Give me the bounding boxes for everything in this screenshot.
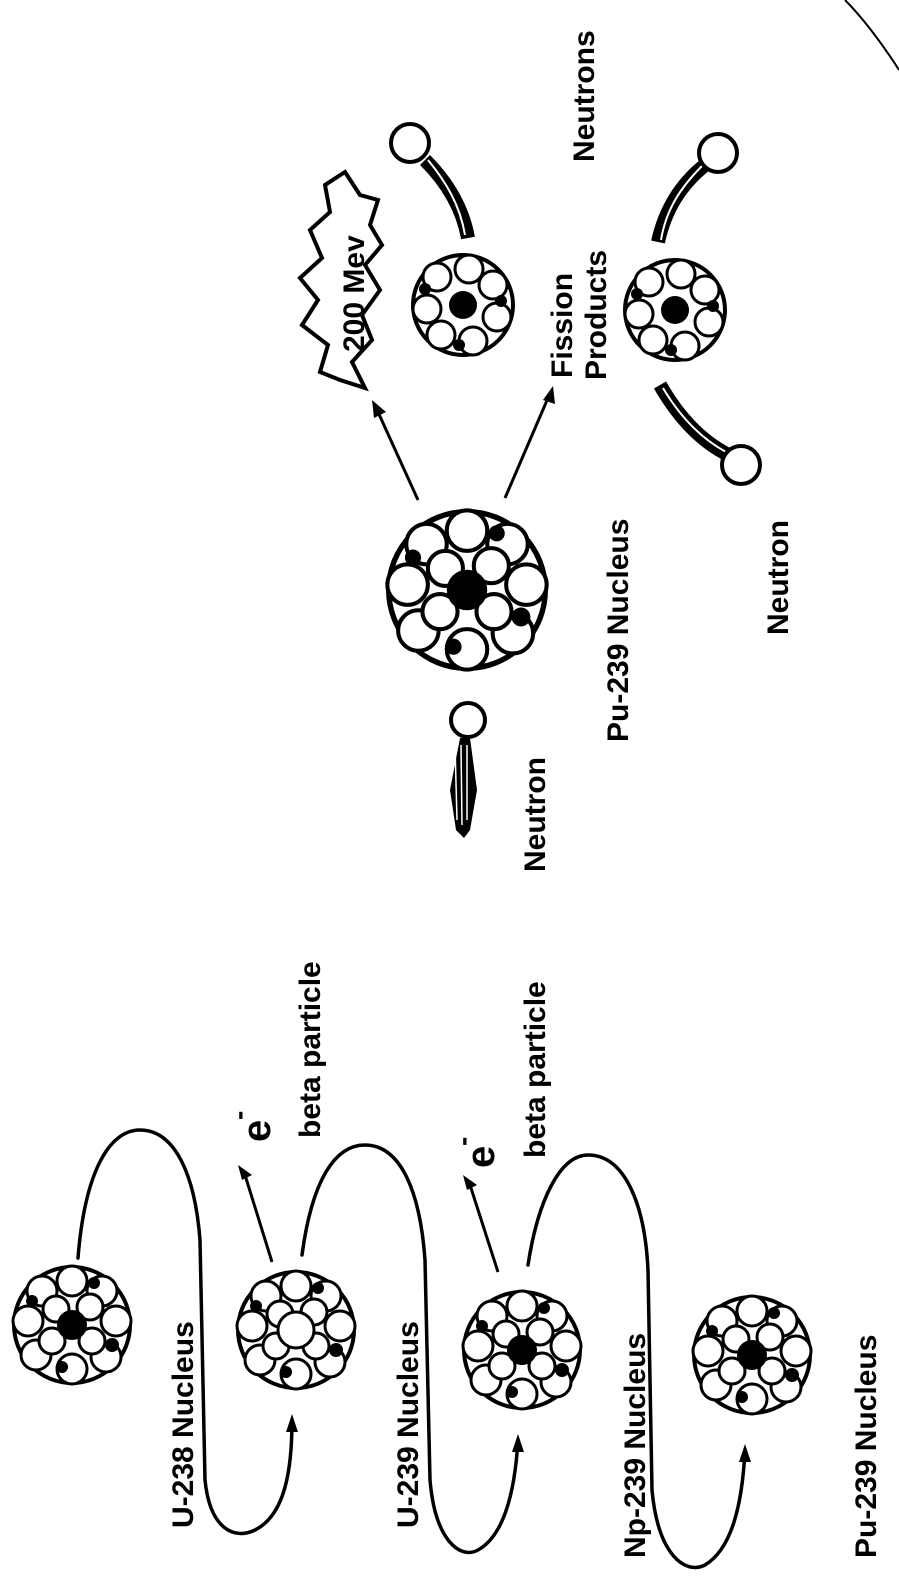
fission-product-bottom bbox=[625, 260, 725, 360]
label-fission-line1: Fission bbox=[546, 273, 579, 378]
np239-nucleus bbox=[463, 1291, 581, 1409]
incoming-neutron bbox=[450, 703, 485, 838]
arrow-to-energy bbox=[378, 412, 418, 500]
decay-arrow-head-2 bbox=[512, 1434, 524, 1452]
pu239-nucleus-bottom bbox=[693, 1296, 811, 1414]
pu239-nucleus-fission bbox=[387, 510, 546, 669]
label-beta-particle-1: beta particle bbox=[294, 961, 327, 1138]
label-fission-line2: Products bbox=[580, 250, 613, 380]
label-neutron-out: Neutron bbox=[762, 520, 795, 635]
label-beta-particle-2: beta particle bbox=[519, 981, 552, 1158]
label-energy: 200 Mev bbox=[338, 235, 371, 352]
corner-arc bbox=[845, 0, 899, 70]
electron-symbol-1: e bbox=[235, 1120, 279, 1142]
neutron-out-2 bbox=[658, 134, 737, 242]
u239-nucleus bbox=[237, 1271, 355, 1389]
label-pu239-nucleus-fission: Pu-239 Nucleus bbox=[602, 519, 635, 742]
neutron-out-3 bbox=[660, 385, 760, 484]
beta-arrow-2 bbox=[470, 1185, 498, 1272]
beta-arrow-1 bbox=[245, 1175, 272, 1262]
electron-charge-2: - bbox=[447, 1137, 478, 1146]
neutron-out-1 bbox=[391, 124, 468, 238]
electron-charge-1: - bbox=[223, 1111, 254, 1120]
fission-product-top bbox=[413, 255, 513, 355]
arrow-to-products bbox=[505, 398, 548, 498]
label-neutron-in: Neutron bbox=[519, 757, 552, 872]
label-u239-nucleus: U-239 Nucleus bbox=[392, 1321, 425, 1528]
label-u238-nucleus: U-238 Nucleus bbox=[167, 1321, 200, 1528]
decay-arrow-head-3 bbox=[739, 1444, 751, 1462]
label-neutrons: Neutrons bbox=[568, 30, 601, 162]
u238-nucleus bbox=[13, 1266, 131, 1384]
electron-symbol-2: e bbox=[459, 1146, 503, 1168]
decay-arrow-head-1 bbox=[286, 1414, 298, 1432]
label-np239-nucleus: Np-239 Nucleus bbox=[619, 1333, 652, 1558]
label-pu239-nucleus-bottom: Pu-239 Nucleus bbox=[850, 1335, 883, 1558]
